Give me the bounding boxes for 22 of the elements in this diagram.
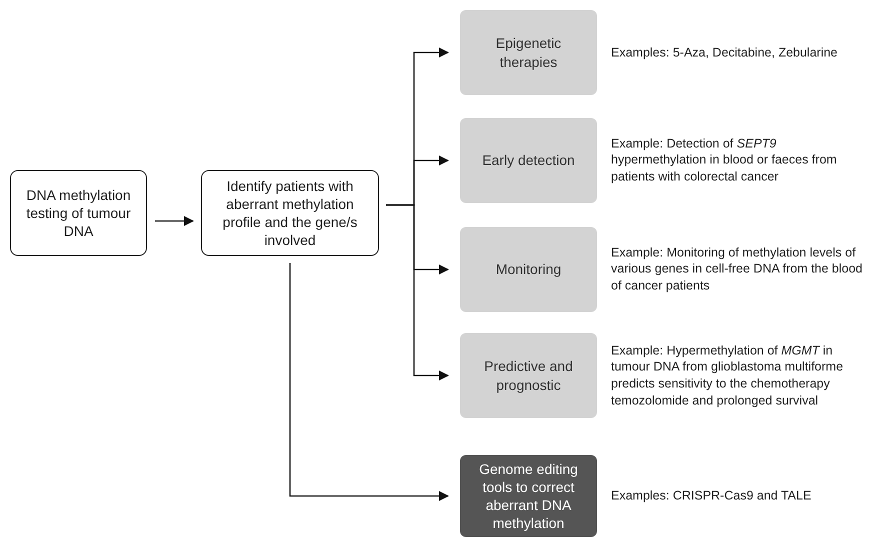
node-label: Monitoring xyxy=(496,260,562,279)
example-text: Examples: 5-Aza, Decitabine, Zebularine xyxy=(611,44,839,61)
category-box xyxy=(460,10,597,95)
process-box xyxy=(10,170,147,256)
node-label: Early detection xyxy=(482,151,575,170)
arrow xyxy=(289,263,449,501)
node-label: Predictive and prognostic xyxy=(483,357,574,394)
example-text: Example: Hypermethylation of MGMT in tumour DNA from glioblastoma multiforme predicts sensitivity to the chemotherapy temozolomide and prolonged survival xyxy=(611,342,844,410)
category-box xyxy=(460,118,597,203)
example-text: Example: Detection of SEPT9 hypermethylation in blood or faeces from patients with colorectal cancer xyxy=(611,135,838,186)
process-box xyxy=(201,170,379,256)
node-label: Epigenetic therapies xyxy=(494,34,562,71)
example-text: Examples: CRISPR-Cas9 and TALE xyxy=(611,488,812,504)
arrow xyxy=(386,204,449,380)
arrow xyxy=(155,216,194,226)
example-text: Example: Monitoring of methylation levels of various genes in cell-free DNA from the blood of cancer patients xyxy=(611,244,864,295)
category-box xyxy=(460,227,597,312)
node-label: Genome editing tools to correct aberrant DNA methylation xyxy=(478,460,579,532)
category-box xyxy=(460,455,597,537)
node-label: Identify patients with aberrant methylation profile and the gene/s involved xyxy=(222,176,358,250)
node-label: DNA methylation testing of tumour DNA xyxy=(25,186,132,240)
category-box xyxy=(460,333,597,418)
